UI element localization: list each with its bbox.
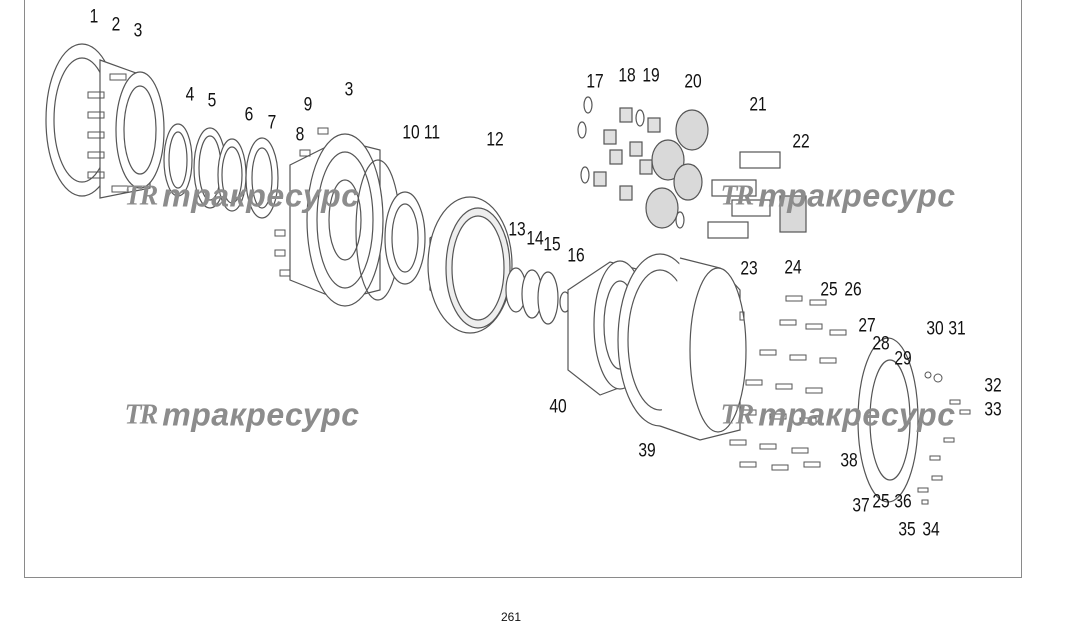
callout-14: 14 [526,228,544,250]
callout-25b: 25 [872,491,890,513]
callout-8: 8 [295,124,305,146]
callout-31: 31 [948,318,966,340]
part-planet-pins [707,151,781,239]
watermark-text: тракресурс [162,177,360,214]
callout-40: 40 [549,396,567,418]
callout-23: 23 [740,258,758,280]
callout-15: 15 [543,234,561,256]
callout-36: 36 [894,491,912,513]
callout-33: 33 [984,399,1002,421]
watermark-logo: TR [124,180,158,211]
part-small-screws [917,371,971,505]
callout-4: 4 [185,84,195,106]
callout-18: 18 [618,65,636,87]
callout-11: 11 [423,122,441,144]
watermark-text: тракресурс [758,396,956,433]
callout-27: 27 [858,315,876,337]
callout-20: 20 [684,71,702,93]
callout-17: 17 [586,71,604,93]
watermark: TR тракресурс [124,397,359,434]
callout-26: 26 [844,279,862,301]
callout-12: 12 [486,129,504,151]
part-spindle-housing [274,127,384,307]
callout-1: 1 [89,6,99,28]
callout-25: 25 [820,279,838,301]
callout-35: 35 [898,519,916,541]
callout-39: 39 [638,440,656,462]
part-seals [163,123,279,219]
watermark-text: тракресурс [758,177,956,214]
part-hub-body [87,59,165,199]
callout-6: 6 [244,104,254,126]
watermark-logo: TR [720,399,754,430]
part-drum-housing [617,253,747,441]
callout-7: 7 [267,112,277,134]
callout-28: 28 [872,333,890,355]
watermark-text: тракресурс [162,396,360,433]
callout-37: 37 [852,495,870,517]
callout-22: 22 [792,131,810,153]
watermark: TR тракресурс [720,178,955,215]
callout-30: 30 [926,318,944,340]
callout-5: 5 [207,90,217,112]
callout-24: 24 [784,257,802,279]
callout-19: 19 [642,65,660,87]
callout-3b: 3 [344,79,354,101]
part-bearing [355,159,426,301]
watermark: TR тракресурс [124,178,359,215]
part-cover-plate [857,337,919,503]
part-ring-gear [427,196,513,334]
callout-3: 3 [133,20,143,42]
drawing-frame [24,0,1022,578]
part-sun-gear [779,195,807,233]
part-bolt-set [729,295,847,471]
callout-32: 32 [984,375,1002,397]
watermark: TR тракресурс [720,397,955,434]
callout-16: 16 [567,245,585,267]
part-retaining-rings [505,267,571,325]
part-planetary-gears [577,96,709,229]
callout-34: 34 [922,519,940,541]
callout-2: 2 [111,14,121,36]
callout-29: 29 [894,348,912,370]
page-number: 261 [500,610,522,624]
callout-38: 38 [840,450,858,472]
callout-10: 10 [402,122,420,144]
callout-21: 21 [749,94,767,116]
callout-13: 13 [508,219,526,241]
callout-9: 9 [303,94,313,116]
watermark-logo: TR [720,180,754,211]
watermark-logo: TR [124,399,158,430]
